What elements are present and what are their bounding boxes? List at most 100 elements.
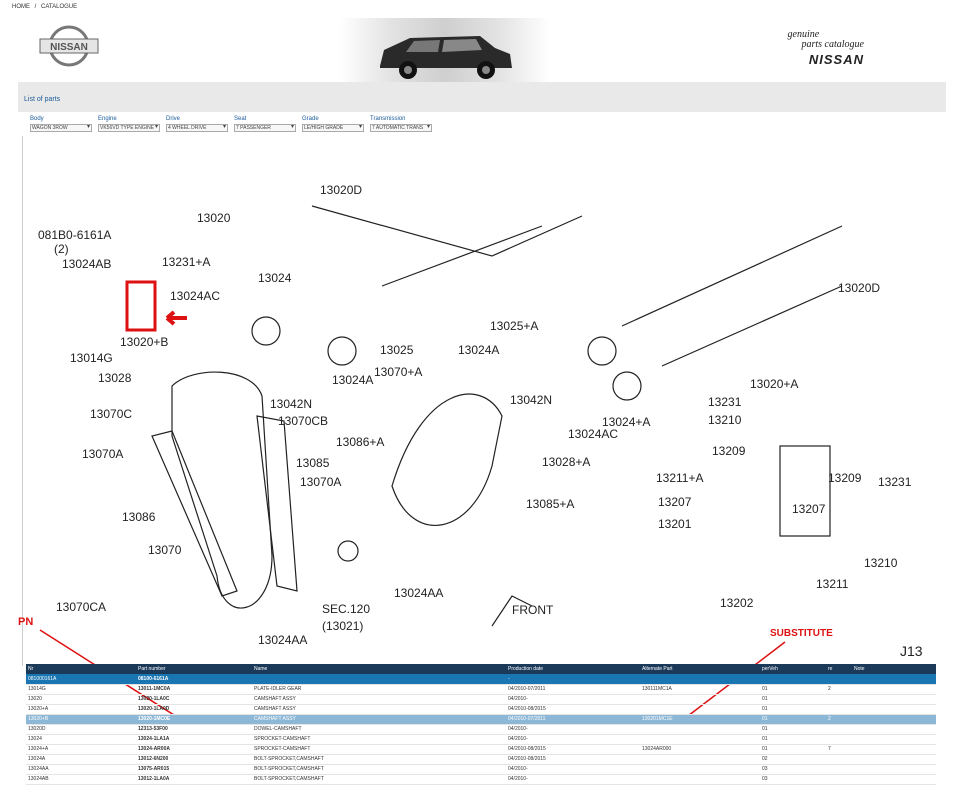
table-cell[interactable]: 130201MC1E xyxy=(640,714,760,725)
table-cell[interactable] xyxy=(640,674,760,685)
seat-select[interactable]: 7 PASSENGER xyxy=(234,124,296,132)
diagram-callout-label[interactable]: 13085+A xyxy=(526,497,574,511)
table-cell[interactable] xyxy=(640,694,760,705)
diagram-callout-label[interactable]: 13025 xyxy=(380,343,414,357)
grade-select[interactable]: LE/HIGH GRADE xyxy=(302,124,364,132)
diagram-callout-label[interactable]: 13231 xyxy=(708,395,742,409)
breadcrumb-catalogue[interactable]: CATALOGUE xyxy=(41,4,78,10)
diagram-callout-label[interactable]: 13042N xyxy=(270,397,312,411)
table-cell[interactable]: 13024AR000 xyxy=(640,744,760,755)
table-cell[interactable]: 13012-1LA0A xyxy=(136,774,252,785)
table-cell[interactable]: 13024-1LA1A xyxy=(136,734,252,745)
diagram-callout-label[interactable]: (13021) xyxy=(322,619,363,633)
table-cell[interactable]: 13020-1LA0C xyxy=(136,694,252,705)
table-cell[interactable]: 13011-1MC0A xyxy=(136,684,252,695)
diagram-callout-label[interactable]: 13070A xyxy=(82,447,123,461)
table-cell[interactable]: 13012-6N200 xyxy=(136,754,252,765)
diagram-callout-label[interactable]: 13211 xyxy=(816,577,849,591)
diagram-callout-label[interactable]: 13042N xyxy=(510,393,552,407)
diagram-callout-label[interactable]: (2) xyxy=(54,242,69,256)
diagram-callout-label[interactable]: 13024+A xyxy=(602,415,650,429)
col-alternate-part[interactable]: Alternate Part xyxy=(640,664,760,674)
table-cell[interactable]: 13075-AR015 xyxy=(136,764,252,775)
diagram-callout-label[interactable]: 13020D xyxy=(838,281,880,295)
table-cell[interactable]: 130111MC1A xyxy=(640,684,760,695)
diagram-callout-label[interactable]: 13024AC xyxy=(568,427,618,441)
diagram-callout-label[interactable]: 13025+A xyxy=(490,319,538,333)
diagram-callout-label[interactable]: 13231+A xyxy=(162,255,210,269)
diagram-callout-label[interactable]: 13085 xyxy=(296,456,330,470)
col-part-number[interactable]: Part number xyxy=(136,664,252,674)
nissan-logo[interactable]: NISSAN xyxy=(38,24,100,68)
diagram-callout-label[interactable]: 13201 xyxy=(658,517,692,531)
diagram-callout-label[interactable]: 13070C xyxy=(90,407,132,421)
table-cell[interactable]: 13020-1MC0E xyxy=(136,714,252,725)
diagram-callout-label[interactable]: 081B0-6161A xyxy=(38,228,111,242)
diagram-callout-label[interactable]: 13028 xyxy=(98,371,132,385)
body-select[interactable]: WAGON 3ROW xyxy=(30,124,92,132)
col-re[interactable]: re xyxy=(826,664,852,674)
list-of-parts-link[interactable]: List of parts xyxy=(24,96,61,103)
diagram-callout-label[interactable]: 13086 xyxy=(122,510,156,524)
diagram-callout-label[interactable]: 13211+A xyxy=(656,471,704,485)
table-cell[interactable]: 13020-1LA0D xyxy=(136,704,252,715)
col-note[interactable]: Note xyxy=(852,664,936,674)
table-cell[interactable] xyxy=(640,764,760,775)
col-name[interactable]: Name xyxy=(252,664,506,674)
diagram-callout-label[interactable]: 13231 xyxy=(878,475,912,489)
col-production-date[interactable]: Production date xyxy=(506,664,640,674)
col-per-vehicle[interactable]: perVeh xyxy=(760,664,826,674)
diagram-callout-label[interactable]: 13028+A xyxy=(542,455,590,469)
diagram-callout-label[interactable]: 13024AA xyxy=(394,586,443,600)
diagram-callout-label[interactable]: 13207 xyxy=(792,502,826,516)
diagram-callout-label[interactable]: 13207 xyxy=(658,495,692,509)
engine-select[interactable]: VK56VD TYPE ENGINE xyxy=(98,124,160,132)
diagram-callout-label[interactable]: 13210 xyxy=(864,556,898,570)
table-cell[interactable] xyxy=(640,754,760,765)
breadcrumb-home[interactable]: HOME xyxy=(12,4,30,10)
diagram-callout-label[interactable]: 13210 xyxy=(708,413,742,427)
diagram-callout-label[interactable]: 13024AA xyxy=(258,633,307,647)
table-cell[interactable] xyxy=(640,704,760,715)
diagram-callout-label[interactable]: 13086+A xyxy=(336,435,384,449)
diagram-callout-label[interactable]: 13209 xyxy=(712,444,746,458)
transmission-select[interactable]: 7 AUTOMATIC TRANS xyxy=(370,124,432,132)
diagram-callout-label[interactable]: 13202 xyxy=(720,596,754,610)
table-cell[interactable] xyxy=(640,724,760,735)
table-cell[interactable]: 08100-6161A xyxy=(136,674,252,685)
diagram-callout-label[interactable]: 13024A xyxy=(332,373,373,387)
diagram-callout-label[interactable]: 13070+A xyxy=(374,365,422,379)
diagram-callout-label[interactable]: 13020D xyxy=(320,183,362,197)
diagram-callout-label[interactable]: 13024AC xyxy=(170,289,220,303)
diagram-callout-label[interactable]: 13070 xyxy=(148,543,182,557)
diagram-callout-label[interactable]: 13070CA xyxy=(56,600,106,614)
diagram-callout-label[interactable]: 13024AB xyxy=(62,257,111,271)
table-cell[interactable]: 12313-53F00 xyxy=(136,724,252,735)
diagram-callout-label[interactable]: 13024A xyxy=(458,343,499,357)
diagram-callout-label[interactable]: FRONT xyxy=(512,603,554,617)
table-cell[interactable] xyxy=(640,774,760,785)
diagram-callout-label[interactable]: 13020 xyxy=(197,211,231,225)
diagram-callout-label[interactable]: 13020+B xyxy=(120,335,168,349)
drive-select[interactable]: 4 WHEEL DRIVE xyxy=(166,124,228,132)
diagram-callout-label[interactable]: 13070A xyxy=(300,475,341,489)
diagram-callout-label[interactable]: SEC.120 xyxy=(322,602,370,616)
diagram-callout-label[interactable]: 13070CB xyxy=(278,414,328,428)
table-cell[interactable] xyxy=(640,734,760,745)
diagram-callout-label[interactable]: 13024 xyxy=(258,271,292,285)
diagram-callout-label[interactable]: 13020+A xyxy=(750,377,798,391)
diagram-callout-label[interactable]: 13014G xyxy=(70,351,113,365)
col-nr[interactable]: Nr xyxy=(26,664,136,674)
table-cell[interactable]: 13024-AR00A xyxy=(136,744,252,755)
